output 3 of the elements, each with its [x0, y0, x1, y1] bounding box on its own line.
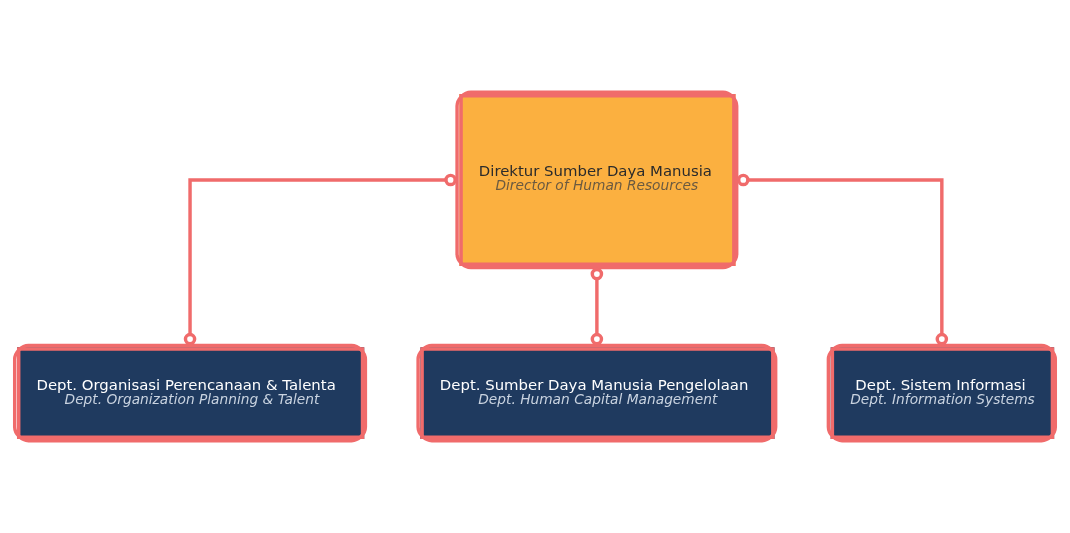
connector	[590, 267, 604, 346]
connector	[183, 173, 457, 346]
connector	[736, 173, 949, 346]
